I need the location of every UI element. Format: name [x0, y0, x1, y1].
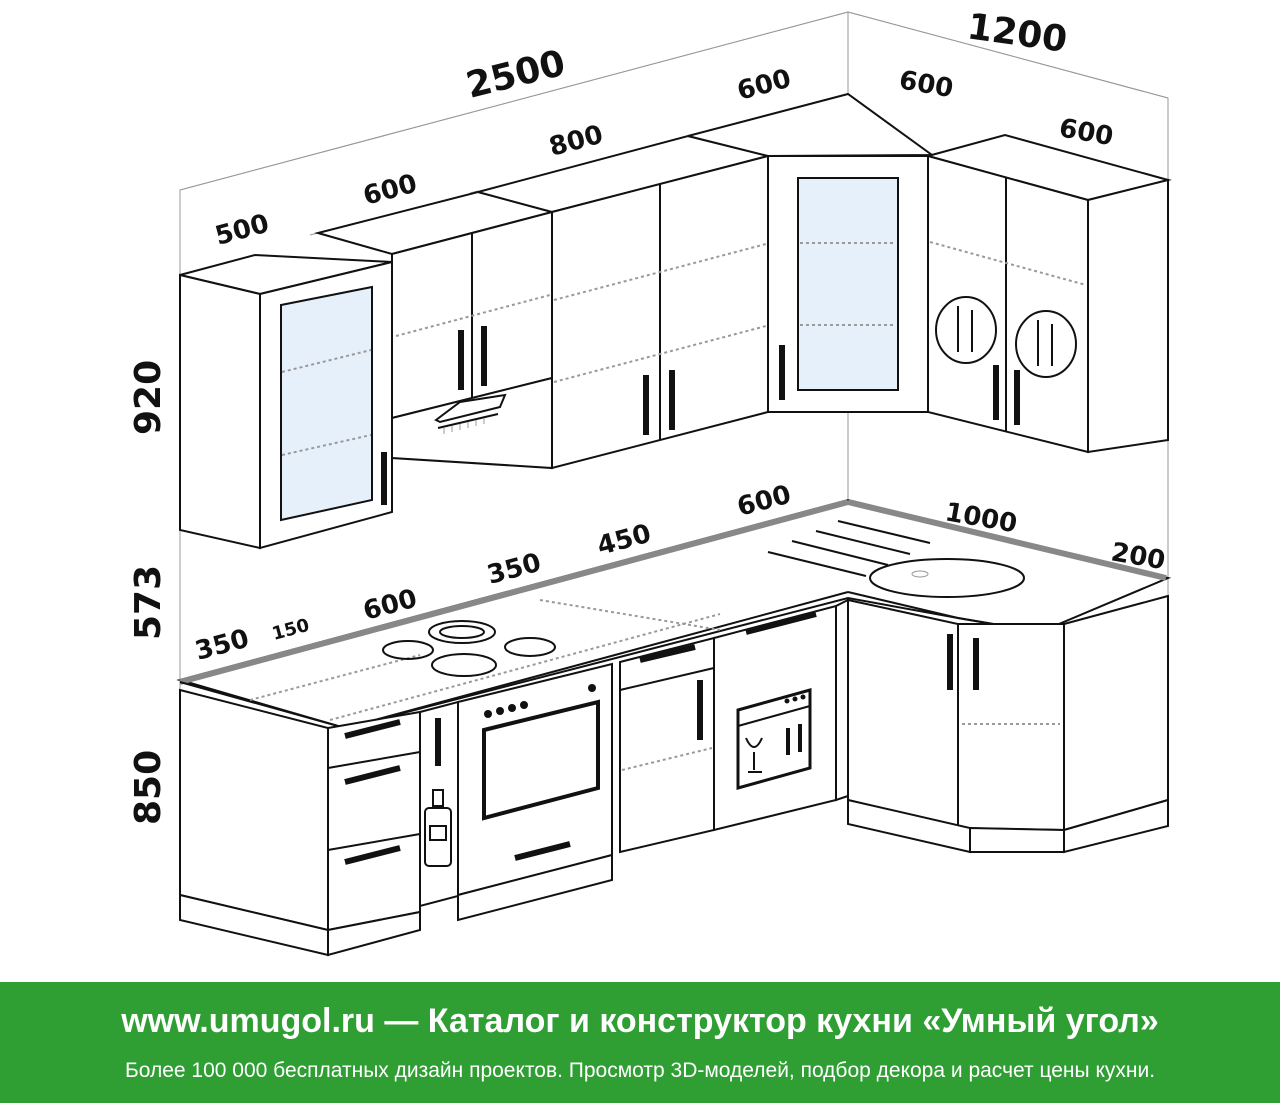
- lower-dishwasher-front: [713, 604, 837, 832]
- upper-corner-glass: [797, 177, 899, 391]
- dim-upper-right-600a: 600: [897, 65, 956, 104]
- dim-height-920: 920: [128, 360, 169, 435]
- kitchen-diagram: 2500 1200 500 600 800 600 600 600 920 57…: [128, 6, 1172, 957]
- sink-icon: [869, 558, 1025, 598]
- dim-upper-800: 800: [546, 120, 606, 163]
- lower-drawers-side: [179, 688, 329, 932]
- footer-banner: www.umugol.ru — Каталог и конструктор ку…: [0, 982, 1280, 1103]
- lower-right-side: [1063, 594, 1169, 832]
- dim-height-850: 850: [128, 750, 169, 825]
- hob-icon: [382, 620, 556, 677]
- lower-350-front: [619, 636, 715, 854]
- oven-icon: [482, 684, 600, 861]
- upper-right-front: [927, 154, 1089, 454]
- upper-right-side: [1087, 178, 1169, 454]
- dim-2500: 2500: [462, 43, 569, 107]
- dim-lower-350: 350: [192, 624, 252, 667]
- bottle-icon: [424, 789, 452, 867]
- lower-corner-front: [847, 598, 959, 830]
- dishwasher-icon: [736, 688, 812, 790]
- upper-cab-500-side: [179, 273, 261, 550]
- dim-upper-right-600b: 600: [1057, 113, 1116, 152]
- dim-upper-600: 600: [360, 169, 420, 212]
- lower-cabinets: [179, 594, 1169, 957]
- footer-subtitle: Более 100 000 бесплатных дизайн проектов…: [124, 1059, 1156, 1082]
- drainboard-lines: [767, 520, 931, 577]
- footer-title[interactable]: www.umugol.ru — Каталог и конструктор ку…: [121, 1002, 1159, 1040]
- upper-cabinets: [179, 92, 1172, 550]
- cutlery-plate-icon: [935, 296, 1077, 378]
- hood-icon: [434, 393, 507, 434]
- dim-lower-150: 150: [270, 615, 312, 645]
- upper-cab-500-glass: [280, 285, 373, 522]
- dim-upper-corner-600: 600: [734, 64, 794, 107]
- dim-1200: 1200: [965, 6, 1070, 61]
- dim-upper-500: 500: [212, 209, 272, 252]
- dimension-lines: [179, 11, 1169, 270]
- dim-height-573: 573: [128, 565, 169, 640]
- lower-drawers-front: [327, 710, 421, 932]
